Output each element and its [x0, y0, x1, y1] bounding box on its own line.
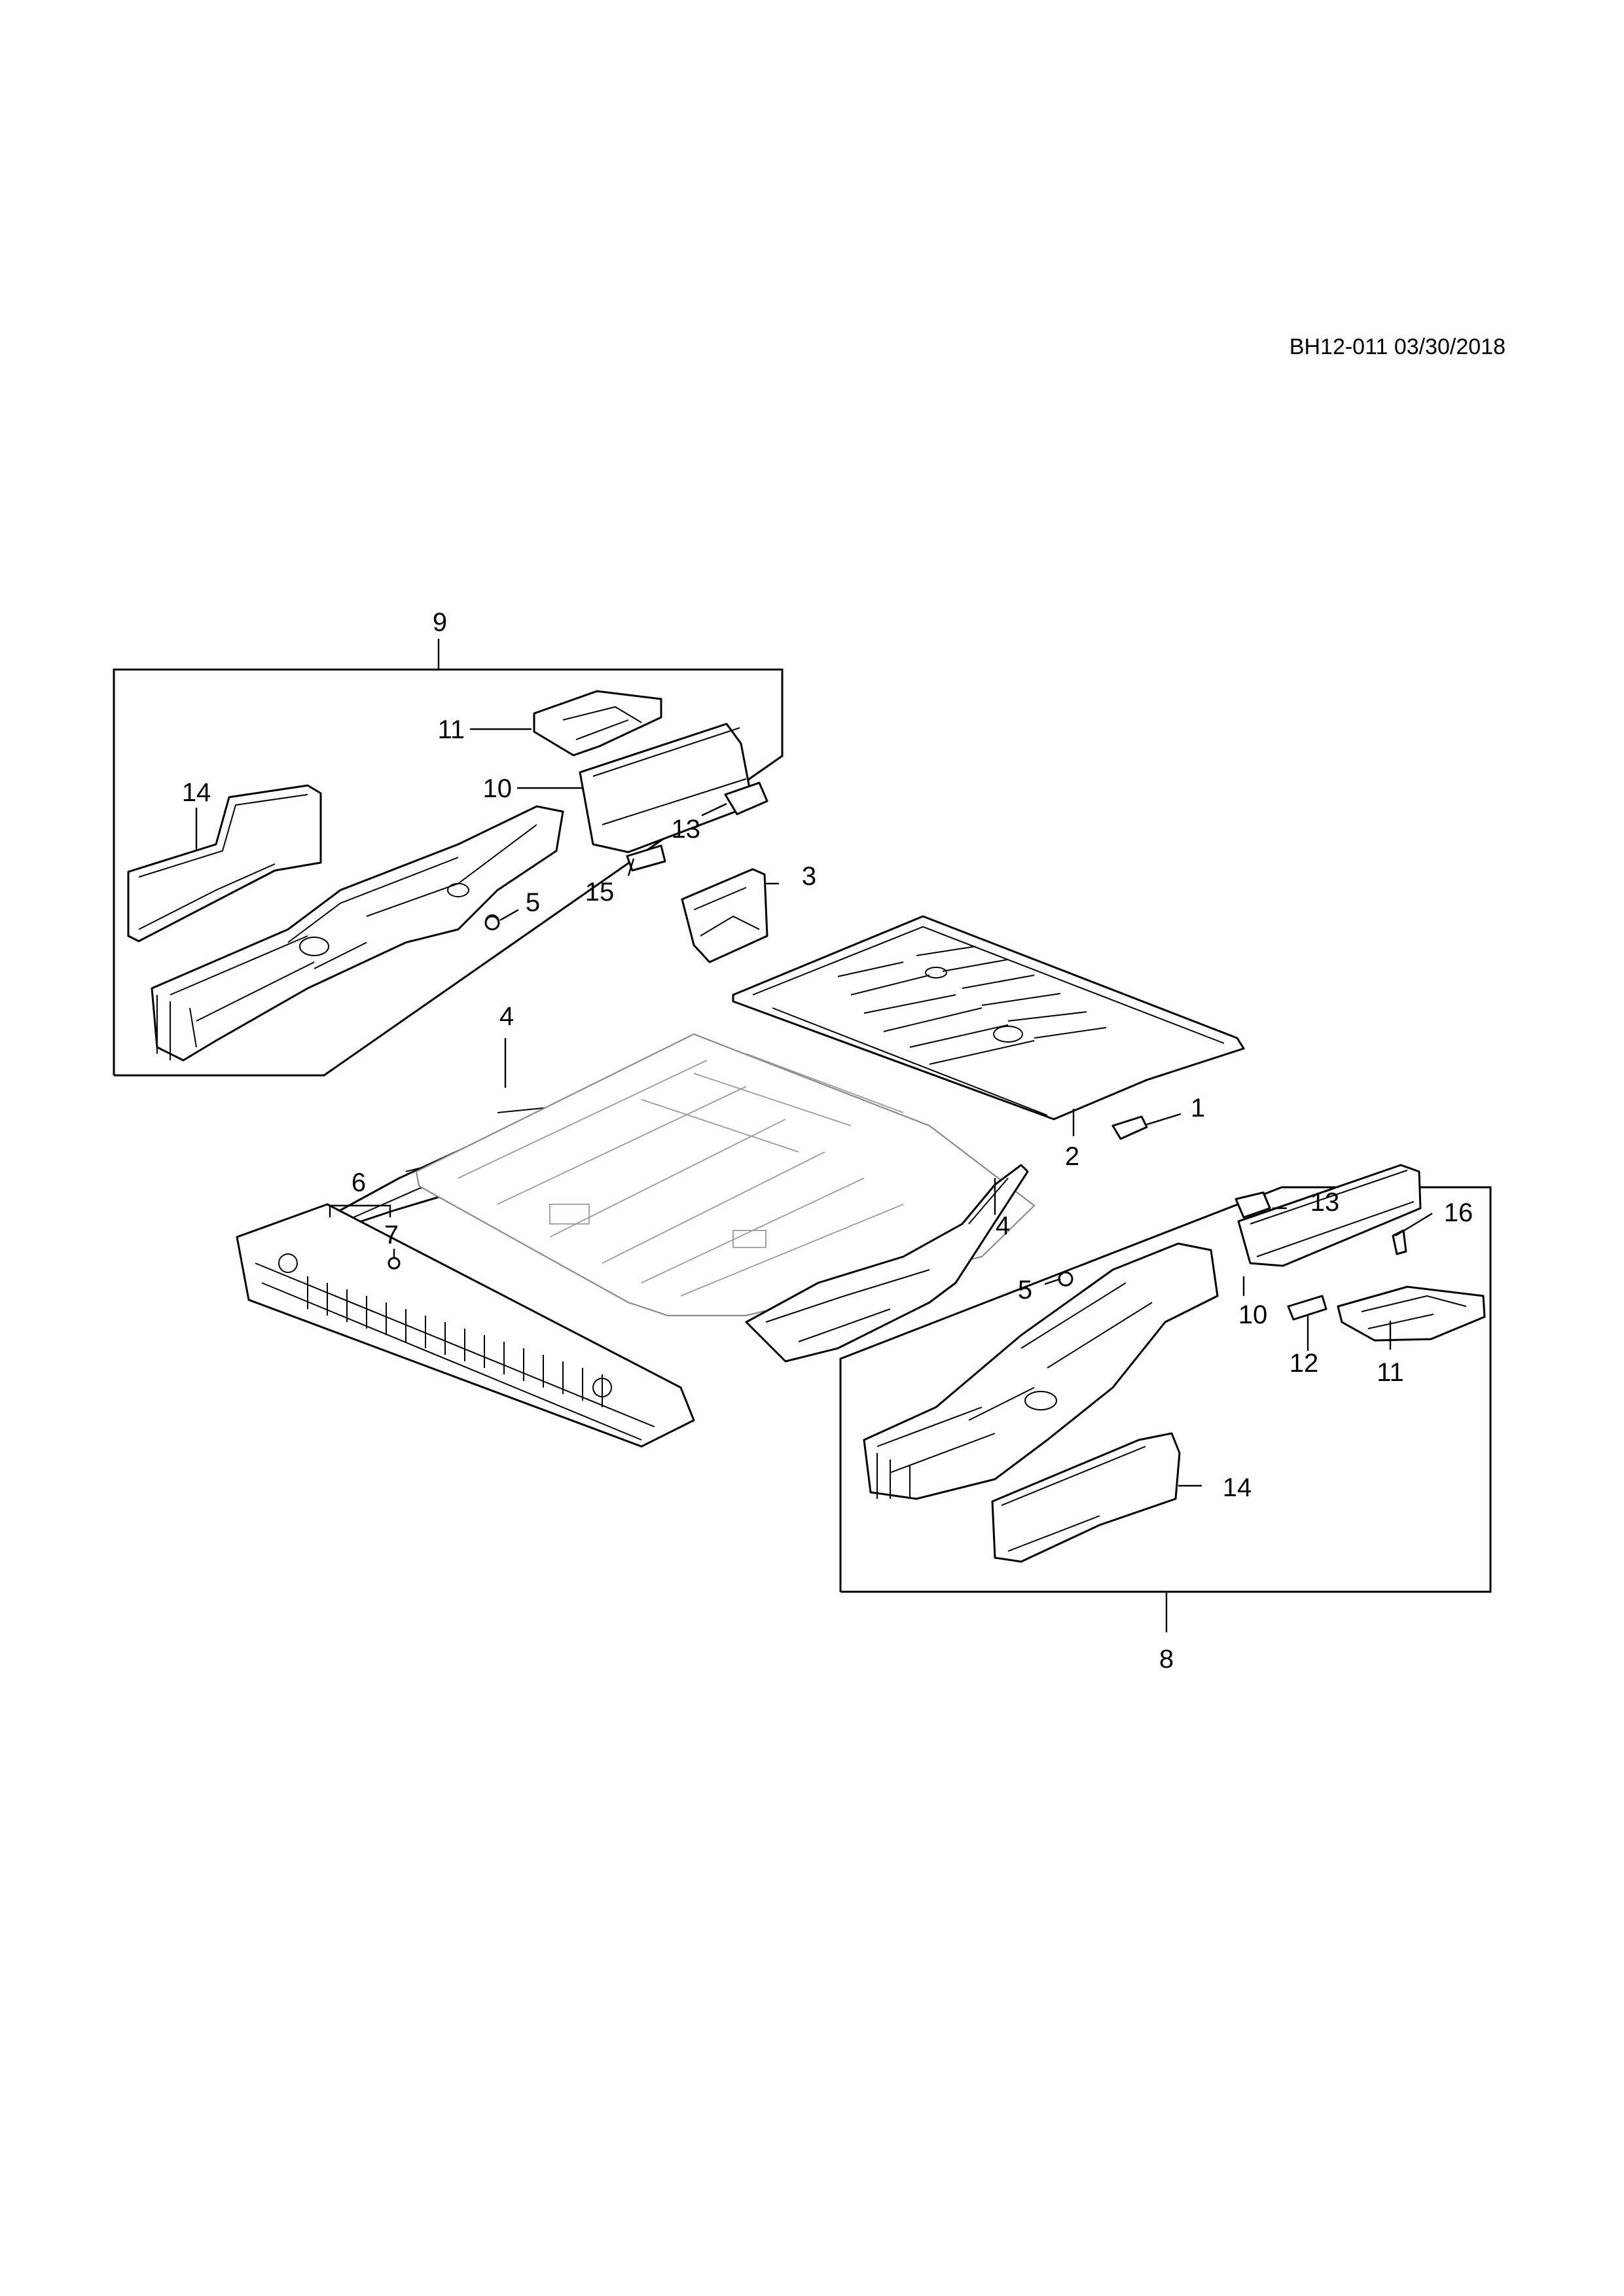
callout-14-lower: 14	[1223, 1473, 1252, 1502]
front-floor-panel-ghost	[415, 1033, 1036, 1317]
callout-7: 7	[384, 1221, 399, 1249]
part-11-lower	[1337, 1285, 1486, 1342]
part-12	[1287, 1295, 1327, 1321]
part-15	[626, 844, 666, 872]
callout-5-upper: 5	[526, 888, 540, 917]
diagram-reference: BH12-011 03/30/2018	[1290, 334, 1506, 359]
callout-16: 16	[1444, 1198, 1473, 1227]
callout-4-left: 4	[499, 1002, 514, 1031]
callout-11-upper: 11	[437, 715, 465, 744]
callout-2: 2	[1065, 1142, 1079, 1171]
part-1	[1111, 1115, 1148, 1140]
callout-6: 6	[352, 1168, 366, 1197]
rear-rail-assembly-lower	[863, 1242, 1219, 1500]
callout-15: 15	[585, 878, 615, 906]
part-11-upper	[533, 690, 662, 757]
part-5-lower-nut	[1058, 1271, 1074, 1287]
part-5-upper-nut	[484, 915, 500, 931]
callout-8: 8	[1159, 1645, 1174, 1674]
callout-11-lower: 11	[1377, 1358, 1404, 1387]
callout-12: 12	[1290, 1349, 1319, 1378]
assembly-box-9	[113, 639, 784, 1077]
callout-9: 9	[433, 608, 447, 637]
callout-1: 1	[1191, 1094, 1205, 1122]
callout-14-upper: 14	[182, 778, 211, 807]
part-3	[681, 868, 768, 963]
part-13-lower	[1235, 1191, 1271, 1219]
callout-4-right: 4	[996, 1211, 1010, 1240]
leader-lines	[195, 728, 1433, 1487]
part-14-lower	[991, 1432, 1181, 1563]
callout-5-lower: 5	[1018, 1276, 1032, 1304]
part-4-right	[745, 1164, 1029, 1363]
callout-3: 3	[802, 862, 816, 891]
part-10-lower	[1237, 1164, 1422, 1267]
part-14-upper	[127, 784, 322, 942]
part-13-upper	[724, 781, 768, 816]
part-2-rear-floor-panel	[732, 915, 1245, 1121]
callout-labels: 9 11 10 14 13 15 5 3 4 1 2 6 7 4 13 16 5…	[182, 608, 1473, 1674]
callout-13-lower: 13	[1310, 1188, 1340, 1217]
part-7-nut	[388, 1257, 401, 1270]
callout-13-upper: 13	[672, 815, 701, 844]
rear-rail-assembly-upper	[151, 805, 564, 1062]
callout-10-upper: 10	[483, 774, 513, 803]
callout-10-lower: 10	[1238, 1300, 1268, 1329]
part-6-rear-panel	[236, 1203, 695, 1448]
